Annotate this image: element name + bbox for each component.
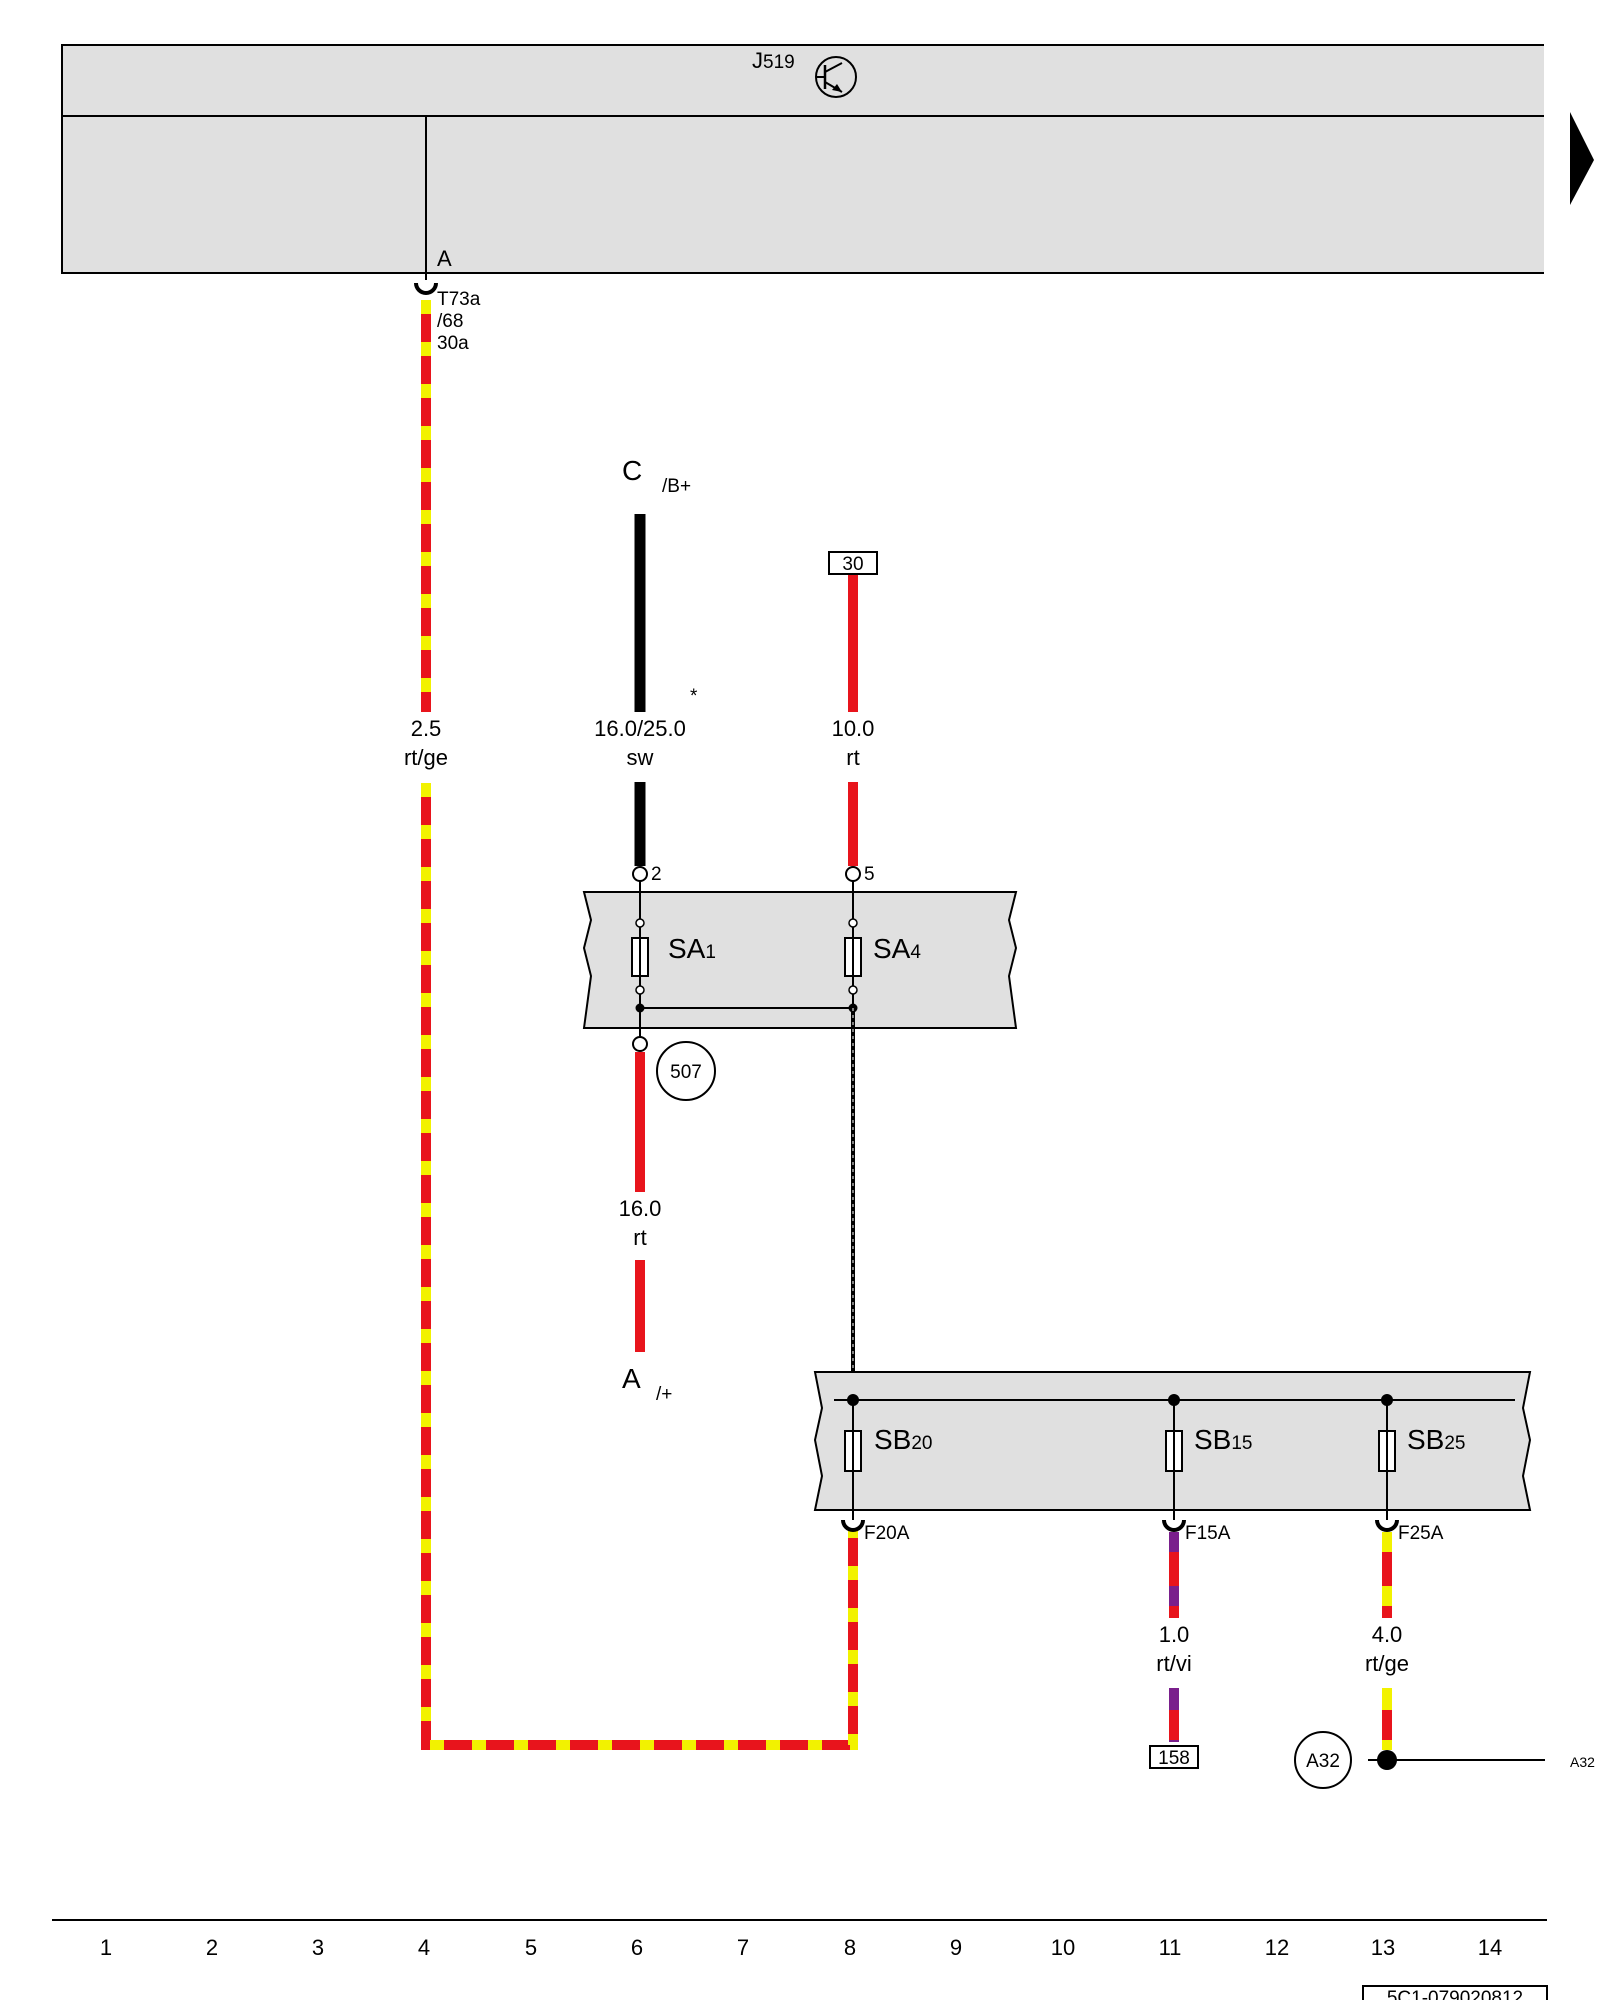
connector-f25a-icon: [1375, 1519, 1399, 1532]
ref-507-label: 507: [670, 1062, 702, 1083]
column-numbers: 1 2 3 4 5 6 7 8 9 10 11 12 13 14: [100, 1935, 1502, 1960]
connector-terminal: 30a: [437, 333, 469, 354]
wire6-size: 4.0: [1372, 1622, 1403, 1647]
wire5-color: rt/vi: [1156, 1651, 1191, 1676]
wire2-color: sw: [627, 745, 654, 770]
pin-2: 2: [651, 864, 662, 885]
column-number: 12: [1265, 1935, 1289, 1960]
column-number: 3: [312, 1935, 324, 1960]
asterisk-note: *: [690, 686, 698, 707]
module-pin-letter: A: [437, 246, 452, 271]
wire3-size: 10.0: [832, 716, 875, 741]
wire3-color: rt: [846, 745, 859, 770]
wire5-size: 1.0: [1159, 1622, 1190, 1647]
fuse-box-sb: SB20 SB15 SB25: [813, 1371, 1532, 1520]
source-a-sub: /+: [656, 1384, 672, 1405]
column-number: 9: [950, 1935, 962, 1960]
module-name: J519: [752, 48, 795, 73]
pin-5: 5: [864, 864, 875, 885]
terminal-30-box: [828, 551, 878, 575]
wire-rt-ge-main: [421, 300, 858, 1750]
source-c-label: C: [622, 455, 642, 486]
column-number: 7: [737, 1935, 749, 1960]
connector-name: T73a: [437, 289, 481, 310]
junction-dot-icon: [1377, 1750, 1397, 1770]
connector-f15a-icon: [1162, 1519, 1186, 1532]
control-module-j519: J519 A: [61, 40, 1556, 280]
column-number: 14: [1478, 1935, 1502, 1960]
ground-a32-circle: [1294, 1731, 1352, 1789]
ref-507-circle: [656, 1041, 716, 1101]
fuse-sb20-label: SB20: [874, 1424, 933, 1455]
column-number: 8: [844, 1935, 856, 1960]
fuse-sa1-label: SA1: [668, 933, 716, 964]
column-number: 2: [206, 1935, 218, 1960]
column-number: 13: [1371, 1935, 1395, 1960]
fuse-sb25-label: SB25: [1407, 1424, 1466, 1455]
ref-158-box: [1149, 1745, 1199, 1769]
column-number: 5: [525, 1935, 537, 1960]
fuse-box-sa: 2 5 SA1 SA4: [582, 864, 1018, 1052]
connector-f25a-label: F25A: [1398, 1523, 1444, 1544]
connector-f20a-label: F20A: [864, 1523, 910, 1544]
wire1-size: 2.5: [411, 716, 442, 741]
connector-f15a-label: F15A: [1185, 1523, 1231, 1544]
ref-158-label: 158: [1158, 1748, 1190, 1769]
column-number: 6: [631, 1935, 643, 1960]
connector-pin: /68: [437, 311, 463, 332]
wire4-size: 16.0: [619, 1196, 662, 1221]
source-a-label: A: [622, 1363, 641, 1394]
transistor-symbol-icon: [815, 56, 857, 98]
fuse-sa4-label: SA4: [873, 933, 921, 964]
fuse-sb15-label: SB15: [1194, 1424, 1253, 1455]
connector-f20a-icon: [841, 1519, 865, 1532]
document-id-box: [1362, 1985, 1548, 2000]
column-number: 10: [1051, 1935, 1075, 1960]
wire2-size: 16.0/25.0: [594, 716, 686, 741]
connector-t73a-icon: [414, 282, 438, 295]
column-number: 11: [1159, 1935, 1182, 1960]
source-c-sub: /B+: [662, 476, 691, 497]
document-id: 5C1-079020812: [1387, 1988, 1523, 2000]
ground-a32-right-label: A32: [1570, 1754, 1595, 1770]
wire4-color: rt: [633, 1225, 646, 1250]
wire6-color: rt/ge: [1365, 1651, 1409, 1676]
terminal-30-label: 30: [842, 554, 863, 575]
ground-a32-label: A32: [1306, 1751, 1340, 1772]
column-number: 4: [418, 1935, 430, 1960]
continuation-arrow-icon: [1570, 112, 1594, 205]
wire1-color: rt/ge: [404, 745, 448, 770]
column-number: 1: [100, 1935, 112, 1960]
